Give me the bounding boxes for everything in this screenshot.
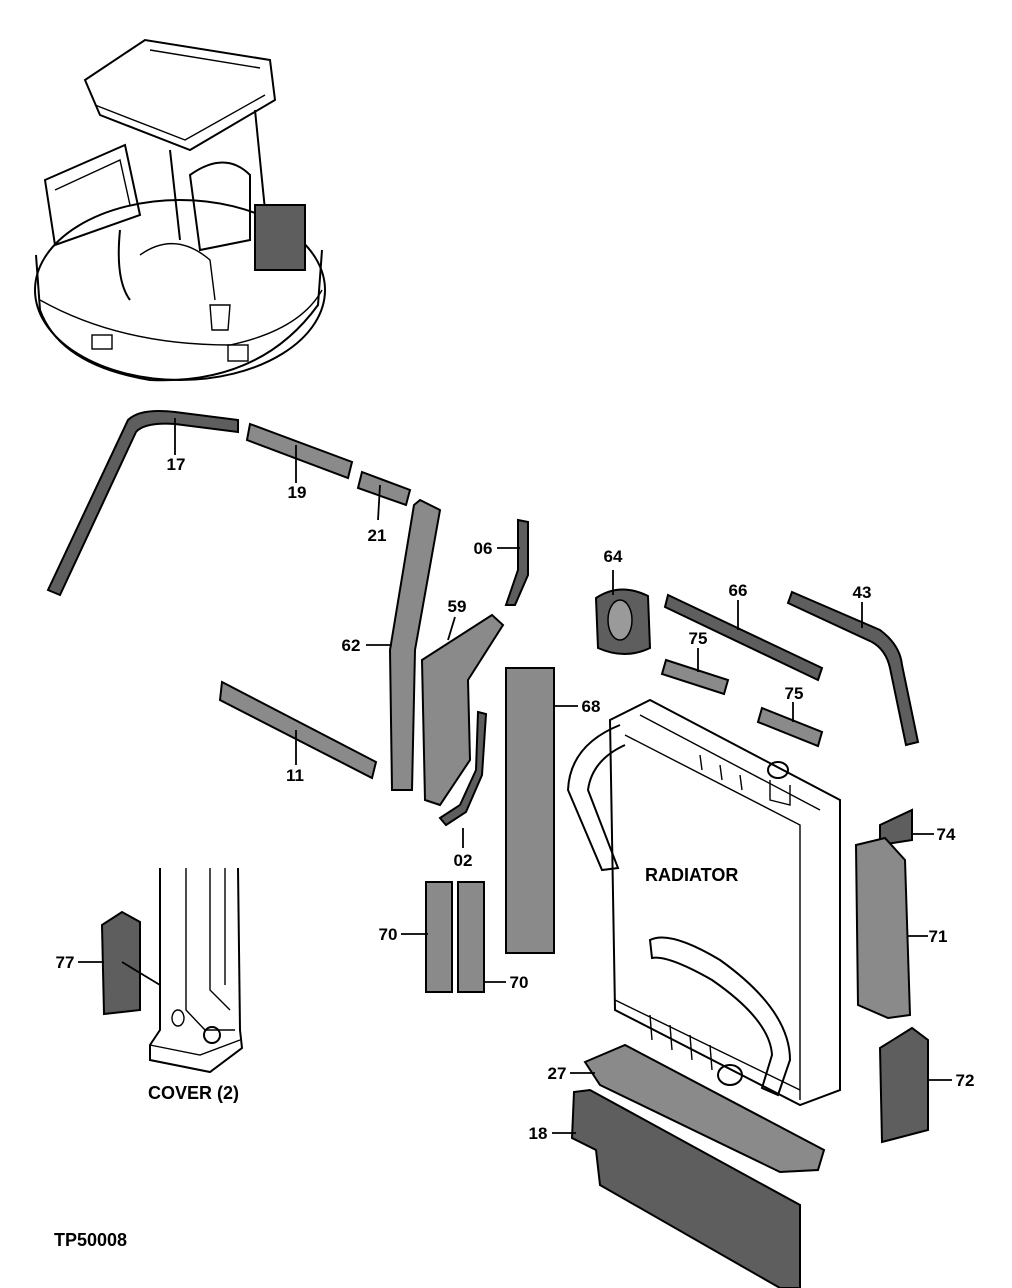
callout-27: 27: [548, 1064, 567, 1083]
cover-caption: COVER (2): [148, 1083, 239, 1103]
callout-21: 21: [368, 526, 387, 545]
cover-illustration: [149, 867, 244, 1074]
callout-11: 11: [286, 766, 304, 785]
part-27: [583, 1043, 826, 1174]
part-19: [245, 422, 354, 480]
part-68: [505, 667, 555, 954]
part-75b: [756, 706, 824, 748]
part-72: [878, 1026, 929, 1144]
callout-18: 18: [529, 1124, 548, 1143]
callout-62: 62: [342, 636, 361, 655]
part-21: [356, 470, 412, 507]
part-62: [388, 498, 442, 791]
part-11: [218, 680, 378, 780]
callout-64: 64: [604, 547, 623, 566]
callout-19: 19: [288, 483, 307, 502]
part-70b: [457, 881, 485, 993]
part-02: [438, 710, 488, 827]
callout-70a: 70: [379, 925, 398, 944]
radiator-illustration: [566, 698, 841, 1107]
callout-72: 72: [956, 1071, 975, 1090]
callout-71: 71: [929, 927, 948, 946]
part-06: [504, 518, 529, 606]
callout-59: 59: [448, 597, 467, 616]
callout-77: 77: [56, 953, 75, 972]
part-17: [46, 410, 239, 597]
callout-75a: 75: [689, 629, 708, 648]
callout-66: 66: [729, 581, 748, 600]
part-75a: [660, 658, 730, 696]
callout-68: 68: [582, 697, 601, 716]
machine-overview-illustration: [34, 38, 326, 382]
callout-74: 74: [937, 825, 956, 844]
part-43: [786, 590, 920, 747]
radiator-caption: RADIATOR: [645, 865, 738, 885]
part-66: [663, 593, 824, 682]
part-77: [100, 910, 141, 1016]
part-64: [594, 588, 652, 655]
callout-75b: 75: [785, 684, 804, 703]
callout-06: 06: [474, 539, 493, 558]
callout-17: 17: [167, 455, 186, 474]
part-59: [420, 613, 505, 807]
leader-lines: [78, 418, 952, 1134]
figure-id: TP50008: [54, 1230, 127, 1250]
part-70a: [425, 881, 453, 993]
part-71: [854, 836, 912, 1020]
callout-70b: 70: [510, 973, 529, 992]
callout-02: 02: [454, 851, 473, 870]
callout-43: 43: [853, 583, 872, 602]
part-18: [570, 1088, 801, 1288]
